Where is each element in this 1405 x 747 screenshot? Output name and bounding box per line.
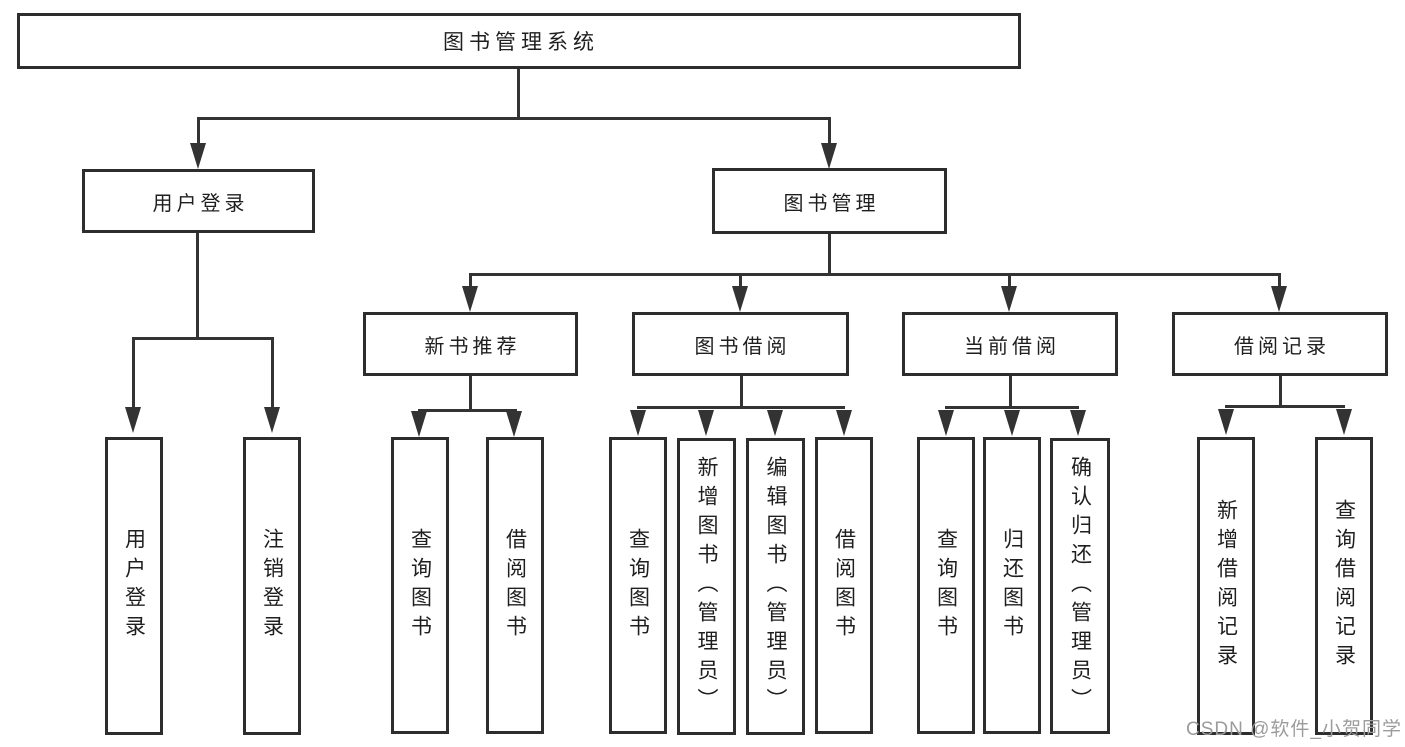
leaf-borrowing-borrow-books: 借阅图书 <box>815 437 873 734</box>
arrow-down-icon <box>462 286 478 312</box>
connector-line <box>418 409 517 412</box>
leaf-current-query-books: 查询图书 <box>917 437 975 734</box>
node-new-book-recommendation: 新书推荐 <box>363 312 578 376</box>
arrow-down-icon <box>698 410 714 436</box>
connector-line <box>197 117 831 120</box>
connector-line <box>828 117 831 145</box>
arrow-down-icon <box>938 410 954 436</box>
arrow-down-icon <box>1070 410 1086 436</box>
connector-line <box>469 273 1281 276</box>
arrow-down-icon <box>1271 286 1287 312</box>
connector-line <box>1225 405 1345 408</box>
arrow-down-icon <box>767 410 783 436</box>
connector-line <box>271 337 274 409</box>
leaf-borrowing-query-books: 查询图书 <box>609 437 667 734</box>
leaf-user-login: 用户登录 <box>105 437 163 735</box>
connector-line <box>1278 273 1281 287</box>
connector-line <box>1279 376 1282 405</box>
arrow-down-icon <box>732 286 748 312</box>
arrow-down-icon <box>411 411 427 437</box>
node-borrowing-records: 借阅记录 <box>1172 312 1388 376</box>
csdn-watermark: CSDN @软件_小贺同学 <box>1186 719 1402 740</box>
node-book-management: 图书管理 <box>712 168 947 234</box>
connector-line <box>517 69 520 119</box>
connector-line <box>469 376 472 409</box>
node-current-borrowing: 当前借阅 <box>902 312 1118 376</box>
connector-line <box>828 234 831 273</box>
connector-line <box>1008 273 1011 287</box>
node-user-login: 用户登录 <box>82 169 315 233</box>
arrow-down-icon <box>125 407 141 433</box>
node-library-management-system: 图书管理系统 <box>17 13 1021 69</box>
leaf-records-add-record: 新增借阅记录 <box>1197 437 1255 735</box>
connector-line <box>132 337 135 409</box>
leaf-records-query-record: 查询借阅记录 <box>1315 437 1373 735</box>
connector-line <box>1009 376 1012 406</box>
leaf-current-confirm-return-admin: 确认归还（管理员） <box>1050 438 1110 734</box>
leaf-recommend-borrow-books: 借阅图书 <box>486 437 544 734</box>
connector-line <box>739 273 742 287</box>
connector-line <box>469 273 472 287</box>
node-book-borrowing: 图书借阅 <box>632 312 849 376</box>
connector-line <box>945 406 1079 409</box>
arrow-down-icon <box>1336 409 1352 435</box>
leaf-current-return-books: 归还图书 <box>983 437 1041 734</box>
leaf-recommend-query-books: 查询图书 <box>391 437 449 734</box>
leaf-borrowing-add-books-admin: 新增图书（管理员） <box>677 438 736 735</box>
leaf-borrowing-edit-books-admin: 编辑图书（管理员） <box>746 438 805 735</box>
connector-line <box>197 117 200 145</box>
arrow-down-icon <box>1218 409 1234 435</box>
leaf-logout: 注销登录 <box>243 437 301 735</box>
connector-line <box>740 376 743 406</box>
arrow-down-icon <box>1004 410 1020 436</box>
arrow-down-icon <box>190 143 206 169</box>
arrow-down-icon <box>264 407 280 433</box>
connector-line <box>637 406 845 409</box>
arrow-down-icon <box>836 410 852 436</box>
connector-line <box>132 337 274 340</box>
arrow-down-icon <box>1001 286 1017 312</box>
arrow-down-icon <box>506 411 522 437</box>
arrow-down-icon <box>821 143 837 169</box>
arrow-down-icon <box>630 410 646 436</box>
connector-line <box>196 233 199 337</box>
